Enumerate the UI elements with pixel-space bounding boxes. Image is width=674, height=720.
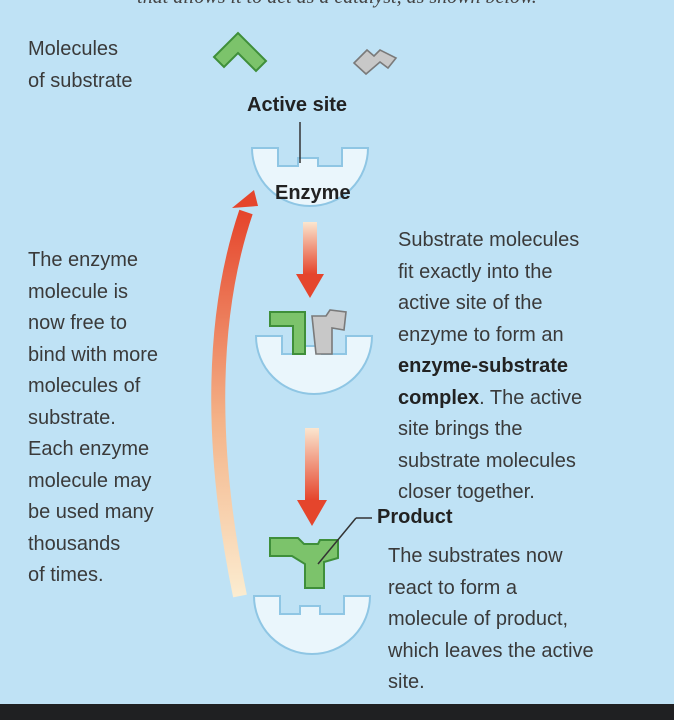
down-arrow-1 — [296, 222, 324, 298]
left-line: substrate. — [28, 406, 116, 429]
substrate-molecule-grey — [352, 48, 398, 76]
active-site-label: Active site — [247, 94, 348, 116]
substrate-molecule-green — [212, 31, 268, 73]
left-line: bind with more — [28, 343, 159, 366]
right-line: fit exactly into the — [398, 260, 553, 283]
molecules-label-line2: of substrate — [28, 69, 133, 92]
top-caption: that allows it to act as a catalyst, as … — [0, 0, 674, 9]
right-line: site. — [388, 671, 425, 693]
right-line: which leaves the active — [388, 639, 594, 662]
right-line-bold: enzyme-substrate — [398, 355, 569, 377]
right-line: react to form a — [388, 576, 517, 599]
left-line: The enzyme — [28, 249, 139, 271]
right-line-mixed: complex. The active — [398, 383, 582, 415]
right-line: closer together. — [398, 481, 535, 503]
product-pointer-b — [317, 517, 357, 565]
right-line: site brings the — [398, 418, 523, 440]
product-label: Product — [377, 506, 453, 528]
molecules-label-line1: Molecules — [28, 38, 119, 60]
right-description-product: The substrates now react to form a molec… — [388, 541, 594, 699]
right-line: substrate molecules — [398, 449, 576, 472]
right-line: active site of the — [398, 292, 543, 314]
product-molecule — [269, 537, 339, 589]
left-line: molecule is — [28, 280, 129, 303]
enzyme-substrate-complex — [269, 309, 347, 355]
bottom-bar — [0, 704, 674, 720]
right-line-bold-term: complex — [398, 386, 480, 409]
left-line: be used many — [28, 501, 154, 523]
left-line: molecules of — [28, 375, 141, 397]
left-description: The enzyme molecule is now free to bind … — [28, 245, 158, 592]
down-arrow-2 — [297, 428, 327, 526]
right-line: Substrate molecules — [398, 229, 580, 251]
cycle-return-arrow — [211, 190, 258, 598]
right-description-complex: Substrate molecules fit exactly into the… — [398, 225, 582, 509]
left-line: Each enzyme — [28, 438, 150, 460]
molecules-label: Molecules of substrate — [28, 34, 133, 97]
left-line: now free to — [28, 312, 127, 334]
left-line: of times. — [28, 564, 104, 586]
enzyme-label: Enzyme — [275, 182, 351, 204]
enzyme-shape-3 — [252, 595, 372, 655]
left-line: molecule may — [28, 469, 152, 492]
right-line-tail: . The active — [479, 386, 583, 409]
enzyme-shape-2 — [254, 335, 374, 395]
left-line: thousands — [28, 532, 121, 555]
enzyme-shape-1 — [250, 147, 370, 207]
right-line: enzyme to form an — [398, 323, 564, 346]
right-line: The substrates now — [388, 545, 563, 567]
right-line: molecule of product, — [388, 608, 569, 630]
